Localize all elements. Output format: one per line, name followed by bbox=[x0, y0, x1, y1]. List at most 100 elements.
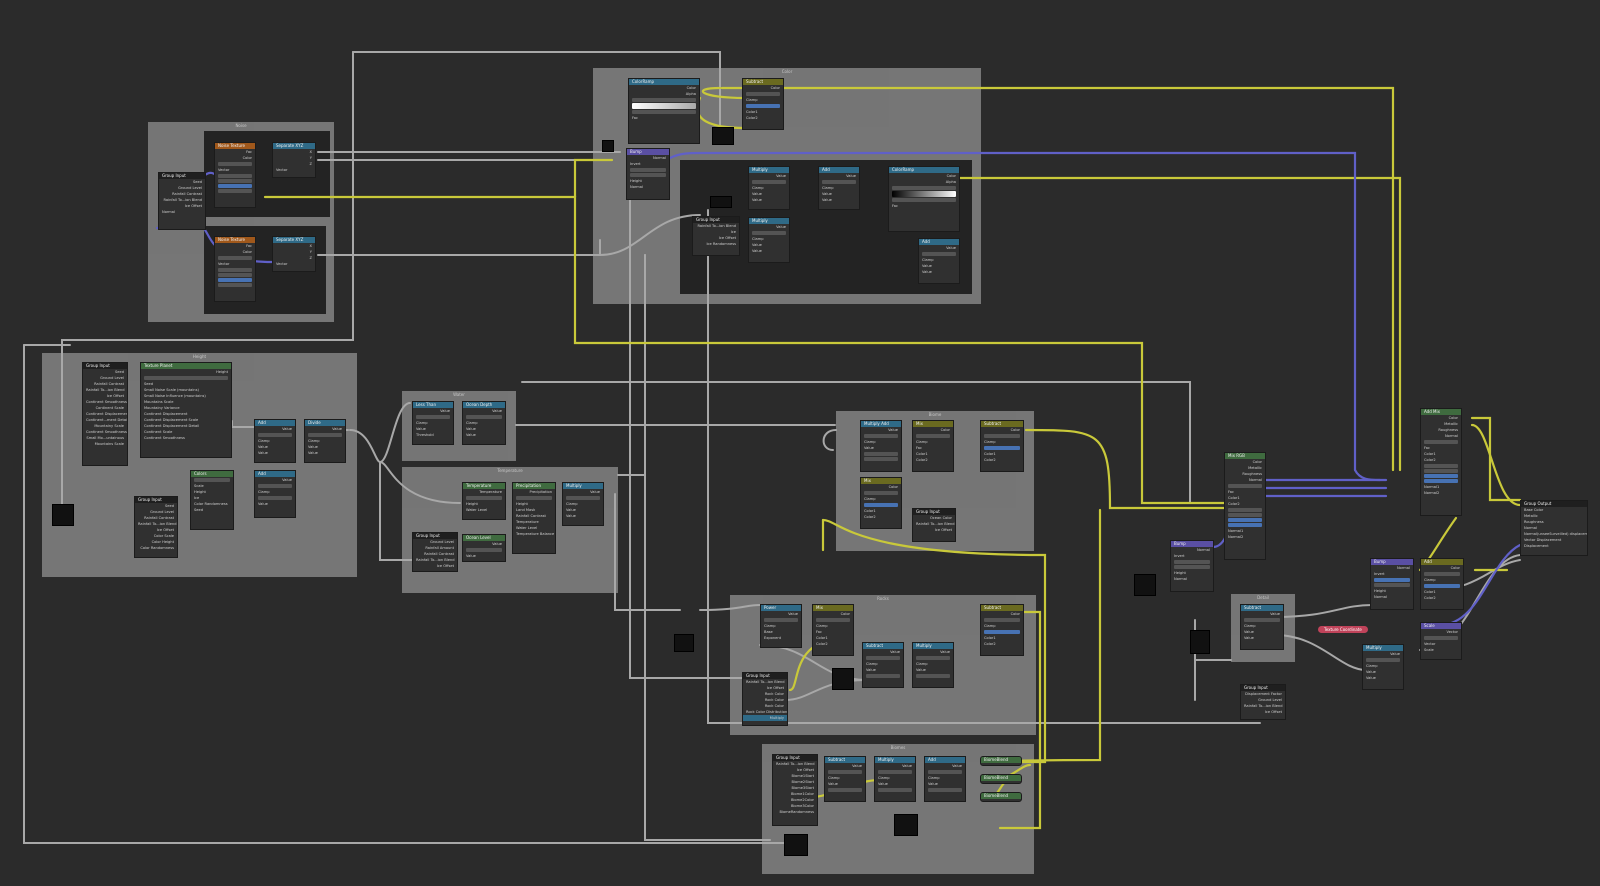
blend-mode-select[interactable] bbox=[1424, 572, 1460, 576]
fac-field[interactable] bbox=[1424, 584, 1460, 588]
node-colors-group[interactable]: Colors Scale Height Ice Color Randomness… bbox=[190, 470, 234, 530]
reroute-node[interactable] bbox=[784, 834, 808, 856]
scale-field[interactable] bbox=[218, 174, 252, 178]
value-field[interactable] bbox=[828, 788, 862, 792]
reroute-node[interactable] bbox=[1134, 574, 1156, 596]
operation-select[interactable] bbox=[566, 496, 600, 500]
dimension-select[interactable] bbox=[218, 256, 252, 260]
operation-select[interactable] bbox=[922, 252, 956, 256]
dimension-select[interactable] bbox=[218, 162, 252, 166]
clamp-checkbox[interactable]: Clamp bbox=[466, 421, 478, 425]
invert-checkbox[interactable]: Invert bbox=[1174, 554, 1185, 558]
distance-field[interactable] bbox=[630, 173, 666, 177]
fac-field[interactable] bbox=[746, 104, 780, 108]
metallic-2-field[interactable] bbox=[1424, 469, 1458, 473]
metallic-2-field[interactable] bbox=[1228, 513, 1262, 517]
node-bump-a[interactable]: Bump Normal Invert Height Normal bbox=[626, 148, 670, 200]
operation-select[interactable] bbox=[822, 180, 856, 184]
value-field[interactable] bbox=[916, 674, 950, 678]
node-multiply-d[interactable]: Multiply Value Clamp Value bbox=[912, 642, 954, 688]
operation-select[interactable] bbox=[752, 231, 786, 235]
blend-mode-select[interactable] bbox=[864, 491, 898, 495]
node-add-b[interactable]: Add Value Clamp Value Value bbox=[918, 238, 960, 284]
group-select[interactable] bbox=[516, 496, 552, 500]
node-noise-texture-b[interactable]: Noise Texture Fac Color Vector bbox=[214, 236, 256, 302]
operation-select[interactable] bbox=[764, 618, 798, 622]
clamp-checkbox[interactable]: Clamp bbox=[866, 662, 878, 666]
interpolation-select[interactable] bbox=[632, 98, 696, 102]
node-ocean-depth[interactable]: Ocean Depth Value Clamp Value Value bbox=[462, 401, 506, 445]
clamp-checkbox[interactable]: Clamp bbox=[752, 186, 764, 190]
node-subtract-c[interactable]: Subtract Color Clamp Color1 Color2 bbox=[980, 604, 1024, 656]
node-texture-planet[interactable]: Texture Planet Height Seed Small Noise S… bbox=[140, 362, 232, 458]
clamp-checkbox[interactable]: Clamp bbox=[984, 624, 996, 628]
blend-mode-select[interactable] bbox=[984, 434, 1020, 438]
fac-field[interactable] bbox=[984, 446, 1020, 450]
strength-field[interactable] bbox=[630, 168, 666, 172]
roughness-1-field[interactable] bbox=[1228, 518, 1262, 522]
node-colorramp-b[interactable]: ColorRamp Color Alpha Fac bbox=[888, 166, 960, 232]
detail-field[interactable] bbox=[218, 179, 252, 183]
clamp-checkbox[interactable]: Clamp bbox=[258, 439, 270, 443]
node-mix-c[interactable]: Mix Color Clamp Fac Color1 Color2 bbox=[812, 604, 854, 656]
clamp-checkbox[interactable]: Clamp bbox=[566, 502, 578, 506]
color-ramp-gradient[interactable] bbox=[632, 103, 696, 109]
node-subtract-e[interactable]: Subtract Value Clamp Value bbox=[824, 756, 866, 802]
node-multiply-a[interactable]: Multiply Value Clamp Value Value bbox=[748, 166, 790, 210]
multiplier-field[interactable] bbox=[864, 452, 898, 456]
detail-field[interactable] bbox=[218, 273, 252, 277]
reroute-node[interactable] bbox=[710, 196, 732, 208]
node-mix-a[interactable]: Mix Color Clamp Fac Color1 Color2 bbox=[912, 420, 954, 472]
node-separate-xyz-b[interactable]: Separate XYZ X Y Z Vector bbox=[272, 236, 316, 272]
operation-select[interactable] bbox=[866, 656, 900, 660]
clamp-checkbox[interactable]: Clamp bbox=[746, 98, 758, 102]
clamp-checkbox[interactable]: Clamp bbox=[828, 776, 840, 780]
group-select[interactable] bbox=[466, 496, 502, 500]
operation-select[interactable] bbox=[928, 770, 962, 774]
position-field[interactable] bbox=[892, 198, 956, 202]
operation-select[interactable] bbox=[258, 433, 292, 437]
node-temperature[interactable]: Temperature Temperature Height Water Lev… bbox=[462, 482, 506, 520]
node-add-e[interactable]: Add Value Clamp Value bbox=[924, 756, 966, 802]
reroute-node[interactable] bbox=[1190, 630, 1210, 654]
invert-checkbox[interactable]: Invert bbox=[630, 162, 641, 166]
node-group-input-b[interactable]: Group Input Rainfall To...ion Blend Ice … bbox=[692, 216, 740, 256]
node-multiply-add[interactable]: Multiply Add Value Clamp Value bbox=[860, 420, 902, 472]
operation-select[interactable] bbox=[916, 656, 950, 660]
clamp-checkbox[interactable]: Clamp bbox=[1424, 578, 1436, 582]
invert-checkbox[interactable]: Invert bbox=[1374, 572, 1385, 576]
node-subtract-f[interactable]: Subtract Value Clamp Value Value bbox=[1240, 604, 1284, 650]
roughness-field[interactable] bbox=[218, 278, 252, 282]
clamp-checkbox[interactable]: Clamp bbox=[928, 776, 940, 780]
group-select[interactable] bbox=[1424, 440, 1458, 444]
clamp-checkbox[interactable]: Clamp bbox=[864, 497, 876, 501]
node-group-input-a[interactable]: Group Input Seed Ground Level Rainfall C… bbox=[158, 172, 206, 230]
metallic-1-field[interactable] bbox=[1228, 508, 1262, 512]
clamp-checkbox[interactable]: Clamp bbox=[1244, 624, 1256, 628]
value-field[interactable] bbox=[258, 496, 292, 500]
node-power[interactable]: Power Value Clamp Base Exponent bbox=[760, 604, 802, 648]
fac-field[interactable] bbox=[864, 503, 898, 507]
roughness-field[interactable] bbox=[218, 184, 252, 188]
clamp-checkbox[interactable]: Clamp bbox=[764, 624, 776, 628]
strength-field[interactable] bbox=[1374, 578, 1410, 582]
node-group-input-i[interactable]: Group Input Displacement Factor Ground L… bbox=[1240, 684, 1286, 720]
operation-select[interactable] bbox=[864, 434, 898, 438]
distance-field[interactable] bbox=[1174, 565, 1210, 569]
node-precipitation[interactable]: Precipitation Precipitation Height Land … bbox=[512, 482, 556, 554]
group-select[interactable] bbox=[466, 548, 502, 552]
roughness-2-field[interactable] bbox=[1424, 479, 1458, 483]
node-biome-blend-a[interactable]: BiomeBlend bbox=[980, 756, 1022, 766]
node-add-c[interactable]: Add Value Clamp Value Value bbox=[254, 419, 296, 463]
color-ramp-gradient[interactable] bbox=[892, 191, 956, 197]
clamp-checkbox[interactable]: Clamp bbox=[816, 624, 828, 628]
node-group-input-d[interactable]: Group Input Seed Ground Level Rainfall C… bbox=[134, 496, 178, 558]
operation-select[interactable] bbox=[878, 770, 912, 774]
value-field[interactable] bbox=[866, 674, 900, 678]
node-group-input-e[interactable]: Group Input Ground Level Rainfall Amount… bbox=[412, 532, 458, 572]
reroute-node[interactable] bbox=[832, 668, 854, 690]
operation-select[interactable] bbox=[308, 433, 342, 437]
node-group-input-f[interactable]: Group Input Ocean Color Rainfall To...io… bbox=[912, 508, 956, 542]
group-select[interactable] bbox=[1228, 484, 1262, 488]
node-ocean-level[interactable]: Ocean Level Value Value bbox=[462, 534, 506, 562]
